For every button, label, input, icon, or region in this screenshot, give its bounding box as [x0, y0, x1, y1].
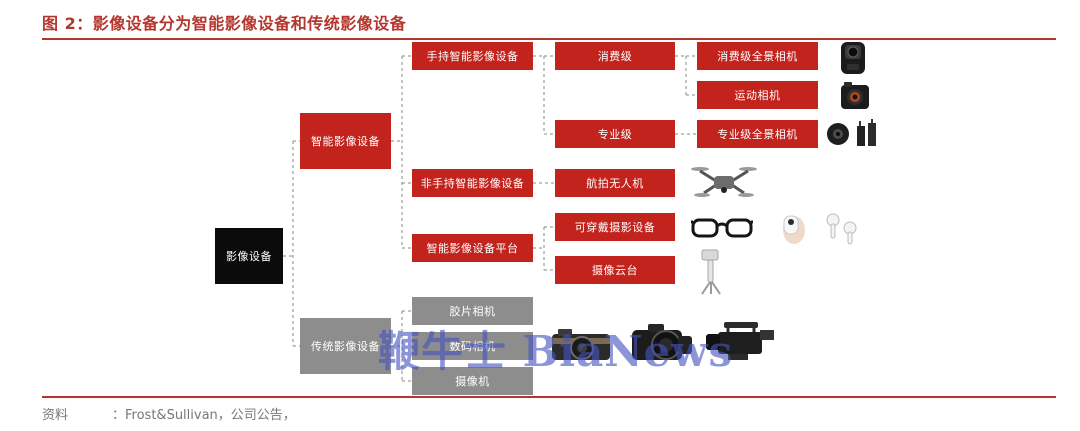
- node-traditional-imaging: 传统影像设备: [300, 318, 391, 374]
- smart-glasses-icon: [691, 218, 753, 238]
- consumer-360-camera-icon: [841, 42, 865, 74]
- source-note: 资料 ：Frost&Sullivan，公司公告，: [42, 404, 296, 423]
- wearable-clip-camera-icon: [783, 215, 805, 244]
- figure-title: 图 2：影像设备分为智能影像设备和传统影像设备: [42, 14, 407, 33]
- node-wearable-camera: 可穿戴摄影设备: [555, 213, 675, 241]
- node-camcorder: 摄像机: [412, 367, 533, 395]
- camcorder-icon: [706, 322, 774, 360]
- node-action-camera: 运动相机: [697, 81, 818, 109]
- node-imaging-devices: 影像设备: [215, 228, 283, 284]
- action-camera-icon: [841, 82, 869, 109]
- pro-360-camera-icon: [827, 119, 876, 146]
- earbuds-icon: [826, 213, 857, 245]
- footer-divider: [42, 396, 1056, 398]
- node-pro-panoramic-camera: 专业级全景相机: [697, 120, 818, 148]
- node-consumer-grade: 消费级: [555, 42, 675, 70]
- node-smart-platform: 智能影像设备平台: [412, 234, 533, 262]
- node-smart-imaging: 智能影像设备: [300, 113, 391, 169]
- node-gimbal: 摄像云台: [555, 256, 675, 284]
- node-consumer-panoramic-camera: 消费级全景相机: [697, 42, 818, 70]
- title-divider: [42, 38, 1056, 40]
- drone-icon: [691, 167, 757, 197]
- digital-camera-icon: [632, 324, 692, 360]
- node-aerial-drone: 航拍无人机: [555, 169, 675, 197]
- source-label: 资料: [42, 408, 69, 423]
- node-non-handheld-smart: 非手持智能影像设备: [412, 169, 533, 197]
- node-film-camera: 胶片相机: [412, 297, 533, 325]
- film-camera-icon: [552, 329, 610, 360]
- node-handheld-smart: 手持智能影像设备: [412, 42, 533, 70]
- node-digital-camera: 数码相机: [412, 332, 533, 360]
- node-professional-grade: 专业级: [555, 120, 675, 148]
- watermark: 鞭牛士 BiaNews: [378, 327, 734, 376]
- source-text: ：Frost&Sullivan，公司公告，: [112, 408, 296, 423]
- gimbal-icon: [701, 249, 721, 295]
